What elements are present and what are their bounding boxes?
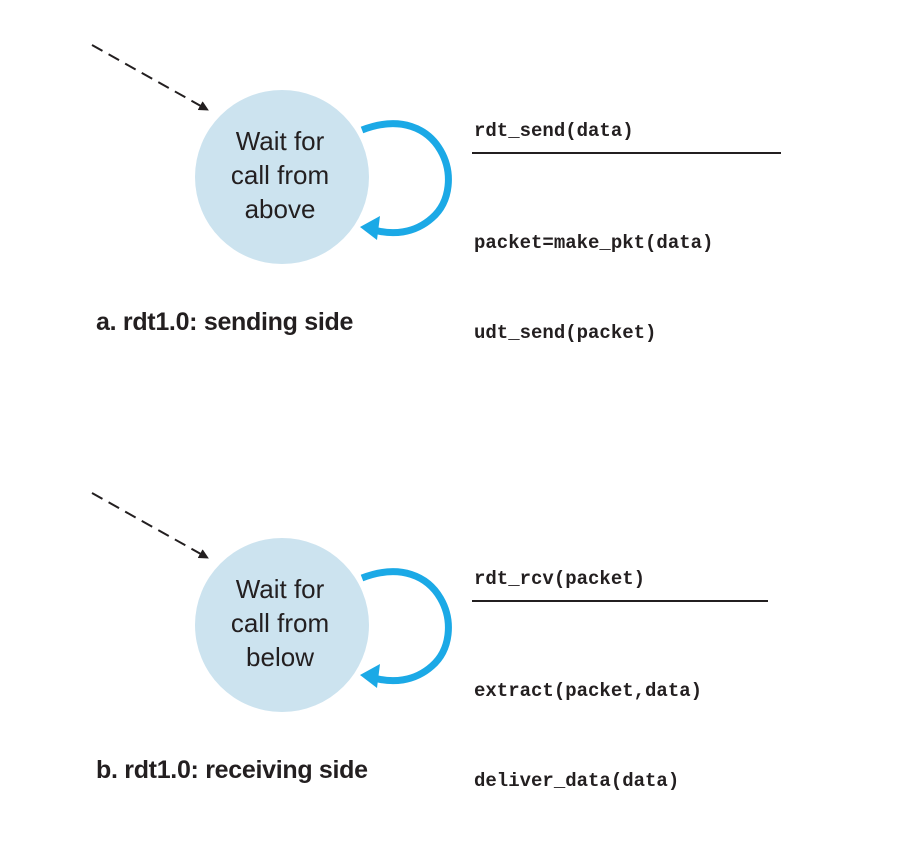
state-label: Wait for call from below [180, 572, 380, 674]
fsm-receiving-graphic [91, 492, 768, 712]
state-label-line: below [246, 642, 314, 672]
self-loop-arrowhead [360, 216, 380, 240]
state-circle [195, 538, 369, 712]
state-label: Wait for call from above [180, 124, 380, 226]
transition-event: rdt_rcv(packet) [474, 568, 646, 590]
fsm-sending-side: Wait for call from above rdt_send(data) … [0, 0, 920, 400]
transition-action: packet=make_pkt(data) [474, 232, 714, 254]
diagram-caption: b. rdt1.0: receiving side [96, 756, 368, 784]
transition-action: deliver_data(data) [474, 770, 680, 792]
state-circle [195, 90, 369, 264]
transition-actions: packet=make_pkt(data) udt_send(packet) [474, 168, 713, 408]
state-label-line: call from [230, 608, 330, 638]
state-label-line: above [244, 194, 316, 224]
fsm-receiving-side: Wait for call from below rdt_rcv(packet)… [0, 448, 920, 848]
self-loop-arrow [360, 568, 452, 685]
fsm-sending-graphic [91, 44, 781, 264]
state-label-line: Wait for [235, 574, 325, 604]
initial-state-arrow [91, 44, 209, 111]
transition-event: rdt_send(data) [474, 120, 634, 142]
initial-state-arrow [91, 492, 209, 559]
transition-action: udt_send(packet) [474, 322, 657, 344]
transition-actions: extract(packet,data) deliver_data(data) [474, 616, 702, 856]
transition-action: extract(packet,data) [474, 680, 703, 702]
self-loop-arrowhead [360, 664, 380, 688]
state-label-line: Wait for [235, 126, 325, 156]
diagram-caption: a. rdt1.0: sending side [96, 308, 354, 336]
self-loop-arrow [360, 120, 452, 237]
state-label-line: call from [230, 160, 330, 190]
